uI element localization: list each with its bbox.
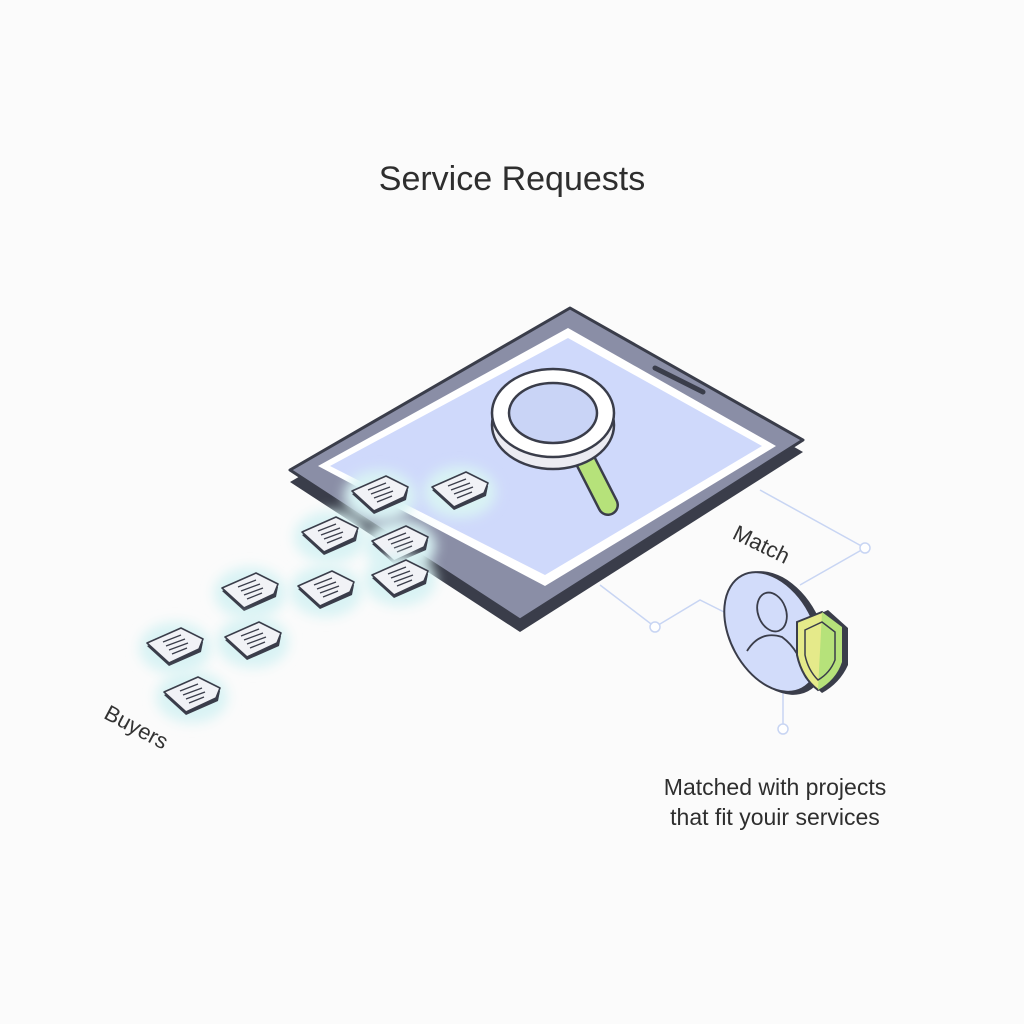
document-icon (290, 565, 362, 617)
document-icon (364, 554, 436, 606)
document-icon (217, 616, 289, 668)
document-icon (424, 466, 496, 518)
caption-line-1: Matched with projects (663, 774, 887, 800)
document-icon (139, 622, 211, 674)
shield-icon (796, 610, 848, 693)
caption-line-2: that fit youir services (670, 804, 880, 830)
magnifier-icon (490, 367, 619, 516)
tablet-speaker (652, 365, 706, 395)
document-icon (294, 511, 366, 563)
document-icon (156, 671, 228, 723)
network-lines (599, 489, 871, 735)
document-icon (344, 470, 416, 522)
page-title: Service Requests (378, 160, 646, 198)
request-documents (139, 466, 496, 723)
caption: Matched with projects that fit youir ser… (620, 772, 930, 832)
user-avatar-icon (723, 571, 827, 695)
document-icon (214, 567, 286, 619)
